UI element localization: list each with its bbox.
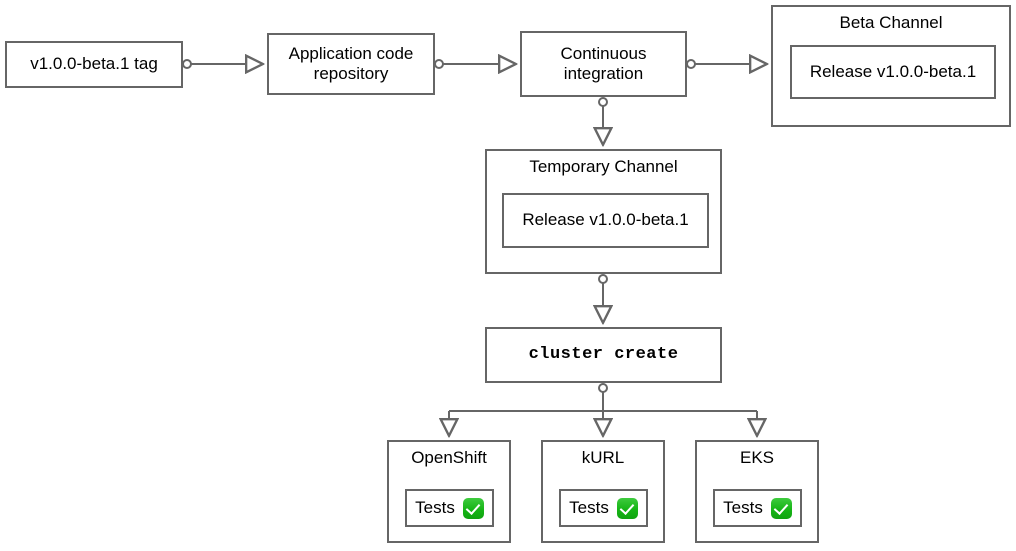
openshift-tests-label: Tests [415, 497, 455, 517]
check-mark-icon [770, 497, 792, 519]
kurl-tests-label: Tests [569, 497, 609, 517]
kurl-tests-box[interactable]: Tests [559, 489, 648, 527]
check-mark-icon [462, 497, 484, 519]
node-tag-label: v1.0.0-beta.1 tag [30, 54, 158, 74]
eks-tests-box[interactable]: Tests [713, 489, 802, 527]
node-openshift[interactable]: OpenShift Tests [387, 440, 511, 543]
edge-cluster-create-fork [449, 383, 757, 412]
openshift-tests-box[interactable]: Tests [405, 489, 494, 527]
node-continuous-integration-label: Continuous integration [560, 43, 647, 83]
edge-tag-to-repository [182, 60, 262, 68]
openshift-title: OpenShift [411, 448, 487, 467]
node-eks[interactable]: EKS Tests [695, 440, 819, 543]
check-mark-icon [616, 497, 638, 519]
edge-ci-to-beta-channel [686, 60, 766, 68]
edge-temporary-channel-to-cluster-create [599, 274, 607, 322]
node-cluster-create-label: cluster create [528, 344, 679, 364]
node-kurl[interactable]: kURL Tests [541, 440, 665, 543]
node-temporary-channel[interactable]: Temporary Channel Release v1.0.0-beta.1 [485, 149, 722, 274]
node-repository[interactable]: Application code repository [267, 33, 435, 95]
beta-channel-title: Beta Channel [839, 13, 943, 32]
beta-channel-release-box[interactable]: Release v1.0.0-beta.1 [790, 45, 996, 99]
edge-ci-to-temporary-channel [599, 97, 607, 144]
node-tag[interactable]: v1.0.0-beta.1 tag [5, 41, 183, 88]
node-beta-channel[interactable]: Beta Channel Release v1.0.0-beta.1 [771, 5, 1011, 127]
temporary-channel-release-label: Release v1.0.0-beta.1 [522, 210, 689, 230]
eks-tests-label: Tests [723, 497, 763, 517]
node-continuous-integration[interactable]: Continuous integration [520, 31, 687, 97]
kurl-title: kURL [581, 448, 625, 467]
node-repository-label: Application code repository [288, 43, 414, 83]
temporary-channel-title: Temporary Channel [529, 157, 678, 176]
node-cluster-create[interactable]: cluster create [485, 327, 722, 383]
beta-channel-release-label: Release v1.0.0-beta.1 [809, 61, 977, 81]
eks-title: EKS [739, 448, 775, 467]
temporary-channel-release-box[interactable]: Release v1.0.0-beta.1 [502, 193, 709, 248]
edge-repository-to-ci [434, 60, 515, 68]
